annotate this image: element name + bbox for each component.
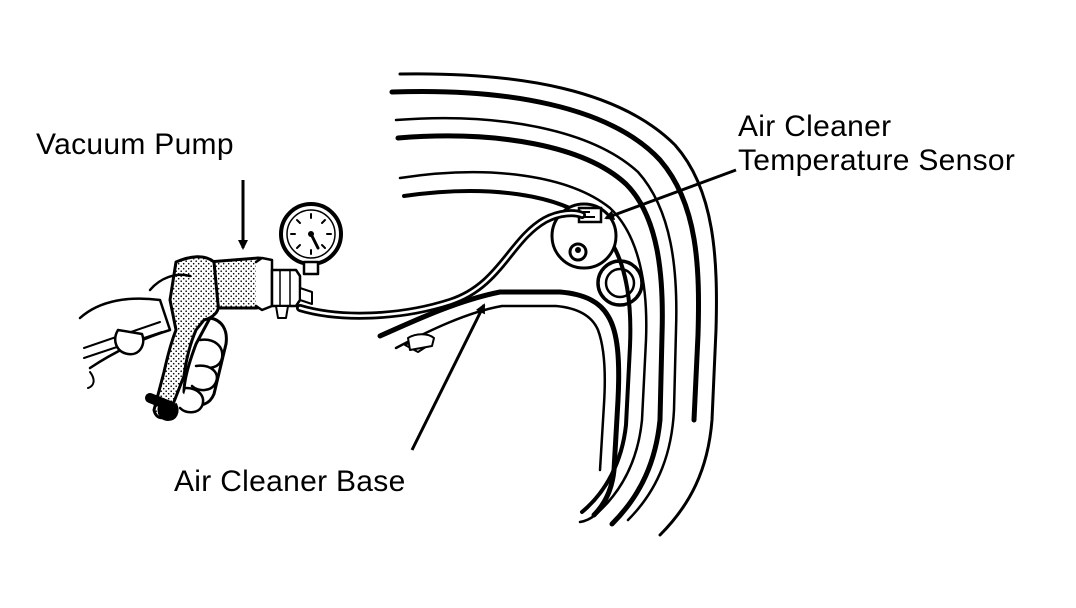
vacuum-gauge-icon	[279, 202, 343, 276]
housing-rim-3	[394, 116, 678, 522]
housing-rim-2	[389, 89, 702, 423]
base-clip	[407, 333, 435, 351]
pump-nozzle	[275, 305, 289, 319]
vacuum-hose	[296, 209, 586, 320]
fitting-ring	[596, 259, 644, 307]
arrow-base	[410, 303, 486, 451]
hand-vacuum-pump-icon	[145, 202, 343, 421]
arrow-sensor	[604, 168, 737, 220]
hand-holding-pump	[78, 273, 224, 414]
pump-fitting	[270, 268, 302, 308]
hand-fingers	[114, 328, 145, 356]
pump-end-cap	[254, 256, 274, 312]
temperature-sensor	[550, 202, 618, 270]
vacuum-pump-label: Vacuum Pump	[36, 128, 234, 161]
air-cleaner-base-plate	[377, 289, 622, 518]
temperature-sensor-label-line2: Temperature Sensor	[738, 144, 1016, 177]
temperature-sensor-label-line1: Air Cleaner	[738, 110, 892, 143]
housing-rim-5	[398, 170, 648, 518]
housing-rim-4	[395, 133, 665, 527]
callout-arrows	[238, 168, 737, 451]
housing-outer-rim	[398, 72, 718, 537]
pump-handle	[152, 255, 220, 420]
temperature-sensor-label: Air Cleaner Temperature Sensor	[738, 110, 1015, 178]
air-cleaner-base-label: Air Cleaner Base	[174, 465, 406, 498]
